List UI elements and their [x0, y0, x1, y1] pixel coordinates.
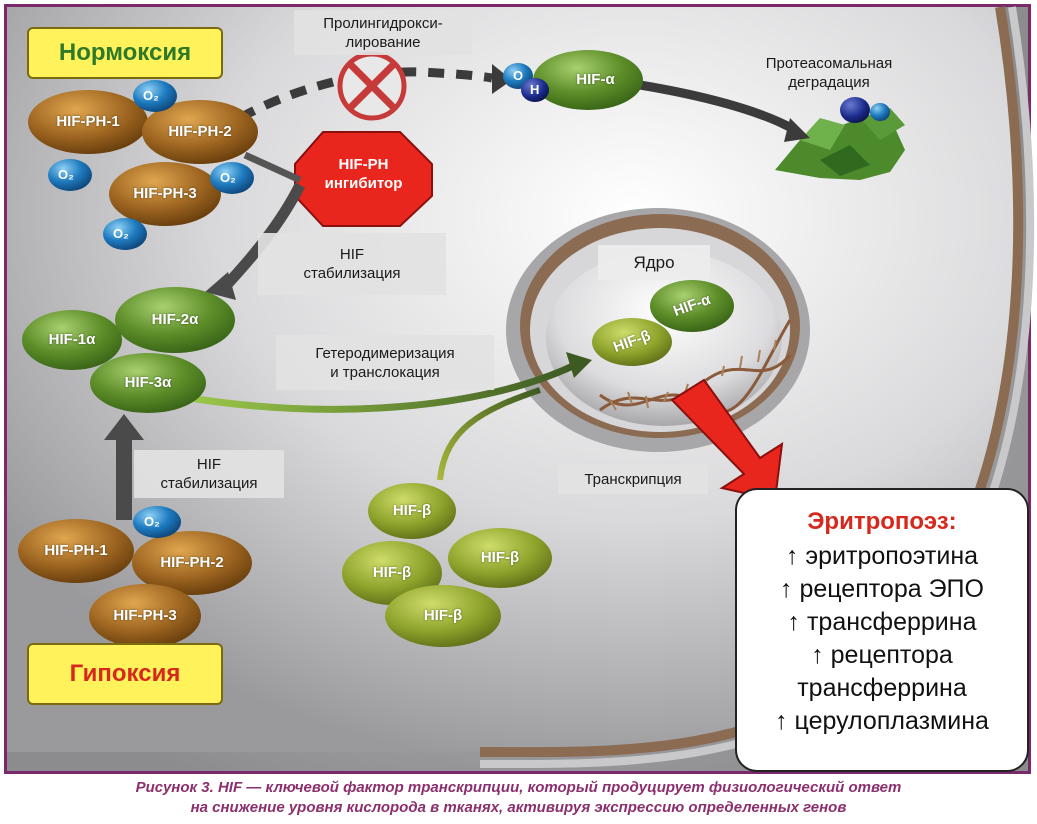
prolyl-hydroxylation-label: Пролингидрокси- лирование — [294, 10, 472, 55]
hif-stabilization-top-line-1: HIF — [339, 246, 365, 263]
inhibitor-line-2: ингибитор — [324, 175, 403, 192]
normoxia-ph-group — [28, 80, 258, 250]
heterodimerization-label: Гетеродимеризация и транслокация — [276, 335, 494, 390]
proteasomal-degradation-line-2: деградация — [788, 74, 870, 91]
result-item-epo: ↑ эритропоэтина — [785, 542, 979, 570]
normoxia-label: Нормоксия — [27, 27, 223, 79]
figure-caption: Рисунок 3. HIF — ключевой фактор транскр… — [0, 778, 1037, 818]
heterodimerization-line-1: Гетеродимеризация — [315, 344, 455, 362]
hif-stabilization-top-label: HIF стабилизация — [258, 233, 446, 295]
caption-line-1: Рисунок 3. HIF — ключевой фактор транскр… — [135, 779, 902, 796]
proteasomal-degradation-line-1: Протеасомальная — [765, 55, 893, 72]
heterodimerization-line-2: и транслокация — [330, 363, 440, 381]
transcription-arrow — [670, 378, 784, 502]
prolyl-hydroxylation-line-1: Пролингидрокси- — [323, 14, 443, 32]
result-item-transferrin-receptor: ↑ рецептора — [811, 641, 953, 669]
hif-stabilization-bottom-label: HIF стабилизация — [134, 450, 284, 498]
nucleus-dimer — [592, 280, 734, 366]
erythropoiesis-result-box: Эритропоэз: ↑ эритропоэтина ↑ рецептора … — [735, 488, 1029, 772]
hif-alpha-family — [22, 287, 235, 413]
result-item-ceruloplasmin: ↑ церулоплазмина — [775, 707, 989, 735]
transcription-label: Транскрипция — [558, 464, 708, 494]
hif-alpha-hydroxylated — [503, 50, 643, 110]
blocked-icon — [337, 51, 407, 121]
hif-beta-group — [342, 483, 552, 647]
result-item-transferrin-receptor-cont: трансферрина — [797, 674, 967, 702]
hypoxia-label: Гипоксия — [27, 643, 223, 705]
inhibitor-label: HIF-PH ингибитор — [295, 155, 432, 193]
hif-stabilization-bottom-line-1: HIF — [196, 456, 222, 473]
hypoxia-ph-group — [18, 506, 252, 648]
result-item-epo-receptor: ↑ рецептора ЭПО — [780, 575, 984, 603]
hif-stabilization-top-line-2: стабилизация — [303, 265, 401, 282]
proteasome-icon — [775, 97, 905, 180]
caption-line-2: на снижение уровня кислорода в тканях, а… — [190, 799, 847, 816]
prolyl-hydroxylation-line-2: лирование — [345, 33, 421, 51]
nucleus-label: Ядро — [598, 245, 710, 280]
inhibitor-line-1: HIF-PH — [338, 156, 389, 173]
hif-stabilization-bottom-line-2: стабилизация — [160, 475, 258, 492]
erythropoiesis-title: Эритропоэз: — [807, 508, 957, 535]
result-item-transferrin: ↑ трансферрина — [787, 608, 977, 636]
proteasomal-degradation-label: Протеасомальная деградация — [738, 50, 920, 96]
